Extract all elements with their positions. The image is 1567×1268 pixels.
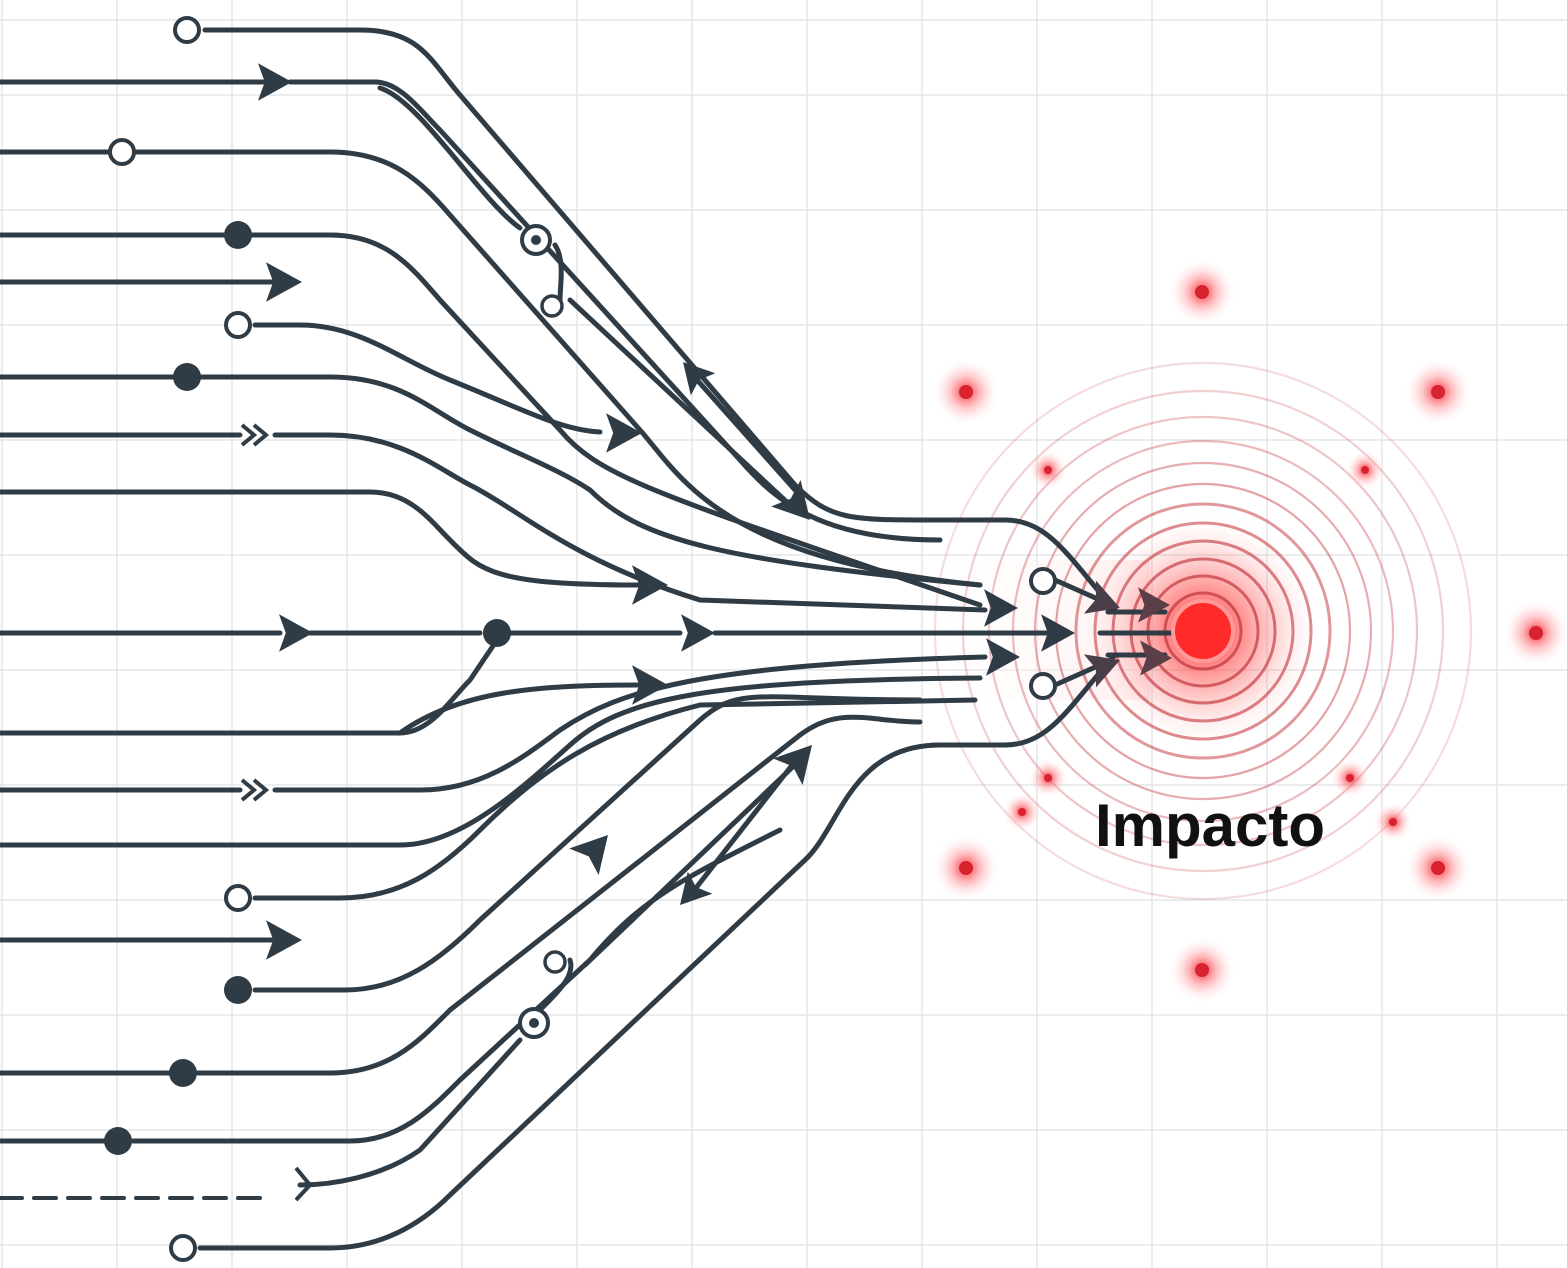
chevron-mark xyxy=(294,1166,313,1202)
arrowhead xyxy=(632,565,668,605)
spark-dot xyxy=(1529,626,1543,640)
arrowhead xyxy=(606,413,642,453)
flow-path xyxy=(252,697,978,901)
double-chevron xyxy=(240,423,270,447)
ripple-ring xyxy=(1093,521,1313,741)
flow-path xyxy=(252,322,603,435)
target-node-center xyxy=(529,1018,539,1028)
spark-dot xyxy=(1389,818,1397,826)
arrowhead xyxy=(266,920,302,960)
spark-dot xyxy=(1431,385,1445,399)
arrowhead xyxy=(1083,580,1120,614)
flow-path xyxy=(0,232,983,608)
flow-path xyxy=(687,369,803,896)
arrowhead xyxy=(1041,614,1075,652)
flow-path xyxy=(397,682,643,736)
spark-dot xyxy=(1346,774,1354,782)
arrowhead xyxy=(266,262,302,302)
filled-node xyxy=(483,619,511,647)
flow-path xyxy=(1052,577,1103,688)
spark-dot xyxy=(1431,861,1445,875)
arrowhead xyxy=(986,638,1020,676)
hollow-node xyxy=(108,138,136,166)
target-node-center xyxy=(531,235,541,245)
filled-node xyxy=(173,363,201,391)
arrowhead xyxy=(279,614,313,652)
arrowhead xyxy=(1140,640,1172,676)
hollow-node xyxy=(1029,567,1057,595)
arrowhead xyxy=(771,479,810,520)
direction-arrows xyxy=(240,63,1172,1202)
flow-path xyxy=(0,374,983,588)
double-chevron xyxy=(240,778,270,802)
spark-dot xyxy=(1195,963,1209,977)
arrowhead xyxy=(681,614,715,652)
ripple-ring xyxy=(1074,502,1332,760)
impact-core xyxy=(1171,599,1235,663)
flow-path xyxy=(197,652,1118,1251)
arrowhead xyxy=(680,871,713,905)
filled-node xyxy=(224,221,252,249)
arrowhead xyxy=(569,835,608,876)
flow-path xyxy=(0,714,923,1076)
spark-dot xyxy=(1195,285,1209,299)
spark-dot xyxy=(1044,466,1052,474)
flow-path xyxy=(0,432,988,613)
hollow-node xyxy=(1029,672,1057,700)
spark-dot xyxy=(959,385,973,399)
impact-label: Impacto xyxy=(1095,792,1325,859)
flow-path xyxy=(0,675,983,848)
flow-path xyxy=(202,27,1118,613)
filled-node xyxy=(104,1127,132,1155)
hollow-node xyxy=(224,311,252,339)
spark-dot xyxy=(959,861,973,875)
arrowhead xyxy=(1083,654,1120,688)
filled-node xyxy=(224,976,252,1004)
hollow-node xyxy=(224,884,252,912)
spark-dot xyxy=(1361,466,1369,474)
arrowhead xyxy=(683,362,716,396)
flow-path xyxy=(252,694,923,993)
arrowhead xyxy=(773,745,812,786)
junction-node xyxy=(543,950,567,974)
spark-dot xyxy=(1018,808,1026,816)
hollow-node xyxy=(169,1234,197,1262)
filled-node xyxy=(169,1059,197,1087)
junction-node xyxy=(540,294,564,318)
radial-sparks xyxy=(932,258,1567,1004)
spark-dot xyxy=(1044,774,1052,782)
path-nodes xyxy=(104,16,1057,1262)
arrowhead xyxy=(1138,587,1170,623)
flow-path xyxy=(377,85,793,508)
arrowhead xyxy=(984,589,1018,627)
hollow-node xyxy=(173,16,201,44)
arrowhead xyxy=(632,665,668,705)
flow-path xyxy=(0,149,983,588)
arrowhead xyxy=(258,63,292,101)
flow-path xyxy=(0,654,988,793)
flow-path xyxy=(0,489,643,588)
